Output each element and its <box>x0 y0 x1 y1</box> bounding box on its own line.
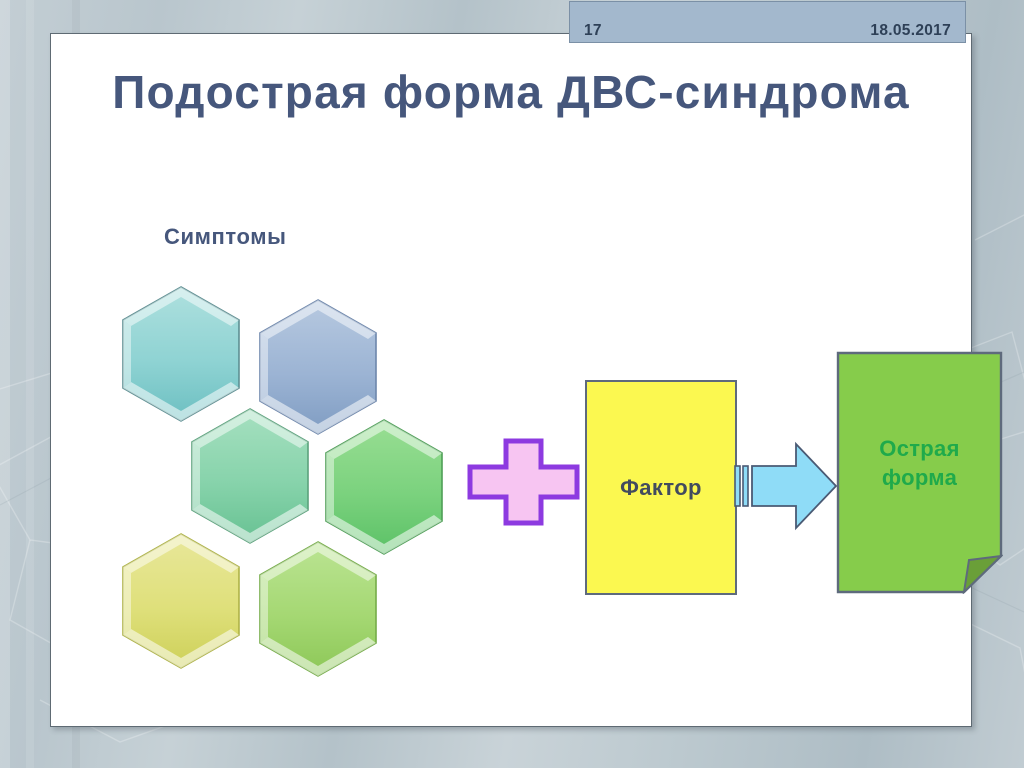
acute-form-line-2: форма <box>881 464 958 490</box>
acute-form-line-1: Острая <box>879 435 960 461</box>
hexagon-lime <box>256 539 380 679</box>
hexagon-teal <box>119 284 243 424</box>
plus-icon <box>466 437 581 527</box>
slide-canvas: 17 18.05.2017 Подострая форма ДВС-синдро… <box>50 1 1003 727</box>
slide-date: 18.05.2017 <box>870 22 951 39</box>
hexagon-mint <box>188 406 312 546</box>
flow-arrow-icon <box>733 436 839 536</box>
factor-box: Фактор <box>585 380 737 595</box>
hexagon-steel-blue <box>256 297 380 437</box>
slide-number: 17 <box>584 22 602 39</box>
hexagon-green <box>322 417 446 557</box>
acute-form-document: Острая форма <box>836 351 1003 594</box>
page-title: Подострая форма ДВС-синдрома <box>112 66 910 118</box>
hexagon-yellow <box>119 531 243 671</box>
slide-header-band: 17 18.05.2017 <box>569 1 966 43</box>
symptoms-label: Симптомы <box>164 224 287 249</box>
factor-label: Фактор <box>620 474 702 500</box>
hexagon-cluster <box>61 269 443 677</box>
